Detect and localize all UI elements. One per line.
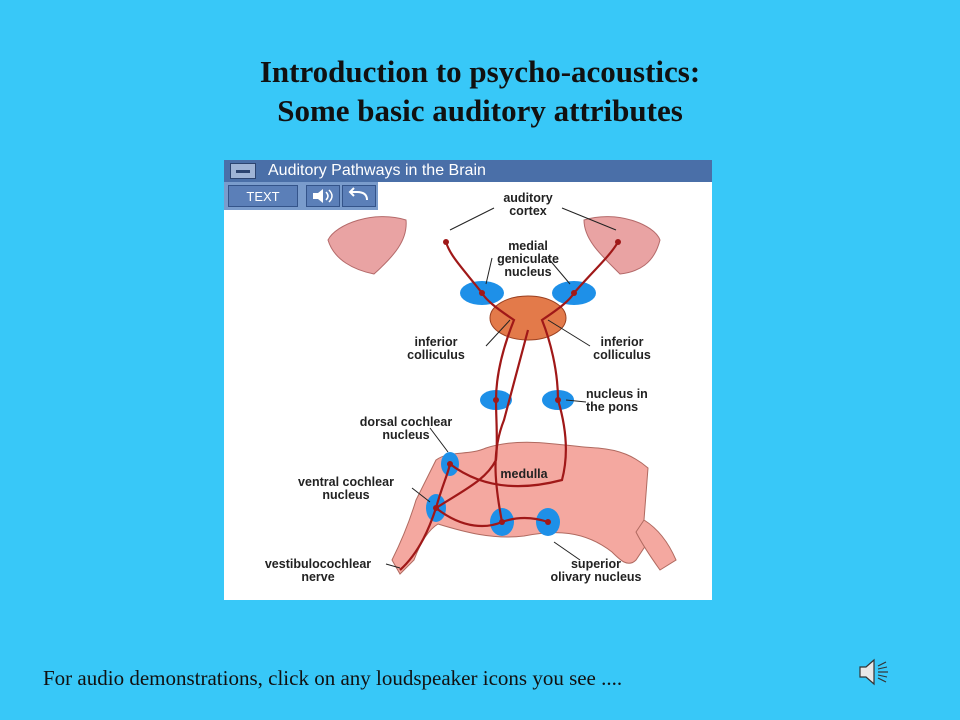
- label-ic-left-1: inferior: [414, 335, 457, 349]
- panel-toolbar: TEXT: [224, 182, 378, 210]
- left-auditory-cortex: [327, 216, 407, 275]
- right-auditory-cortex: [583, 216, 661, 275]
- panel-title: Auditory Pathways in the Brain: [268, 162, 486, 179]
- slide-title-line-1: Introduction to psycho-acoustics:: [259, 54, 701, 89]
- panel-titlebar: Auditory Pathways in the Brain: [224, 160, 712, 182]
- slide-title: Introduction to psycho-acoustics: Some b…: [0, 52, 960, 130]
- label-ic-right-1: inferior: [600, 335, 643, 349]
- pathway-synapse-dots: [433, 239, 621, 525]
- label-mgn-3: nucleus: [504, 265, 551, 279]
- label-dcn-1: dorsal cochlear: [360, 415, 453, 429]
- label-dcn-2: nucleus: [382, 428, 429, 442]
- text-button[interactable]: TEXT: [228, 185, 298, 207]
- label-son-2: olivary nucleus: [550, 570, 641, 584]
- label-leader-lines: [385, 207, 617, 569]
- label-mgn-1: medial: [508, 239, 548, 253]
- inferior-colliculus-body: [489, 295, 567, 341]
- menu-icon[interactable]: [230, 163, 256, 179]
- label-nerve-1: vestibulocochlear: [265, 557, 371, 571]
- auditory-pathways-panel: auditory cortex medial geniculate nucleu…: [224, 160, 712, 600]
- label-auditory-cortex-2: cortex: [509, 204, 547, 218]
- label-pons-1: nucleus in: [586, 387, 648, 401]
- auditory-pathways-diagram: auditory cortex medial geniculate nucleu…: [265, 191, 677, 584]
- label-ic-right-2: colliculus: [593, 348, 651, 362]
- label-vcn-2: nucleus: [322, 488, 369, 502]
- footer-instructions: For audio demonstrations, click on any l…: [43, 666, 623, 690]
- slide-title-line-2: Some basic auditory attributes: [277, 93, 683, 128]
- back-arrow-icon[interactable]: [342, 185, 376, 207]
- label-medulla: medulla: [500, 467, 548, 481]
- label-mgn-2: geniculate: [497, 252, 559, 266]
- medulla-right-extension: [635, 519, 677, 571]
- label-pons-2: the pons: [586, 400, 638, 414]
- label-vcn-1: ventral cochlear: [298, 475, 394, 489]
- label-nerve-2: nerve: [301, 570, 334, 584]
- loudspeaker-icon[interactable]: [856, 652, 896, 692]
- label-ic-left-2: colliculus: [407, 348, 465, 362]
- label-son-1: superior: [571, 557, 621, 571]
- label-auditory-cortex-1: auditory: [503, 191, 552, 205]
- loudspeaker-icon[interactable]: [306, 185, 340, 207]
